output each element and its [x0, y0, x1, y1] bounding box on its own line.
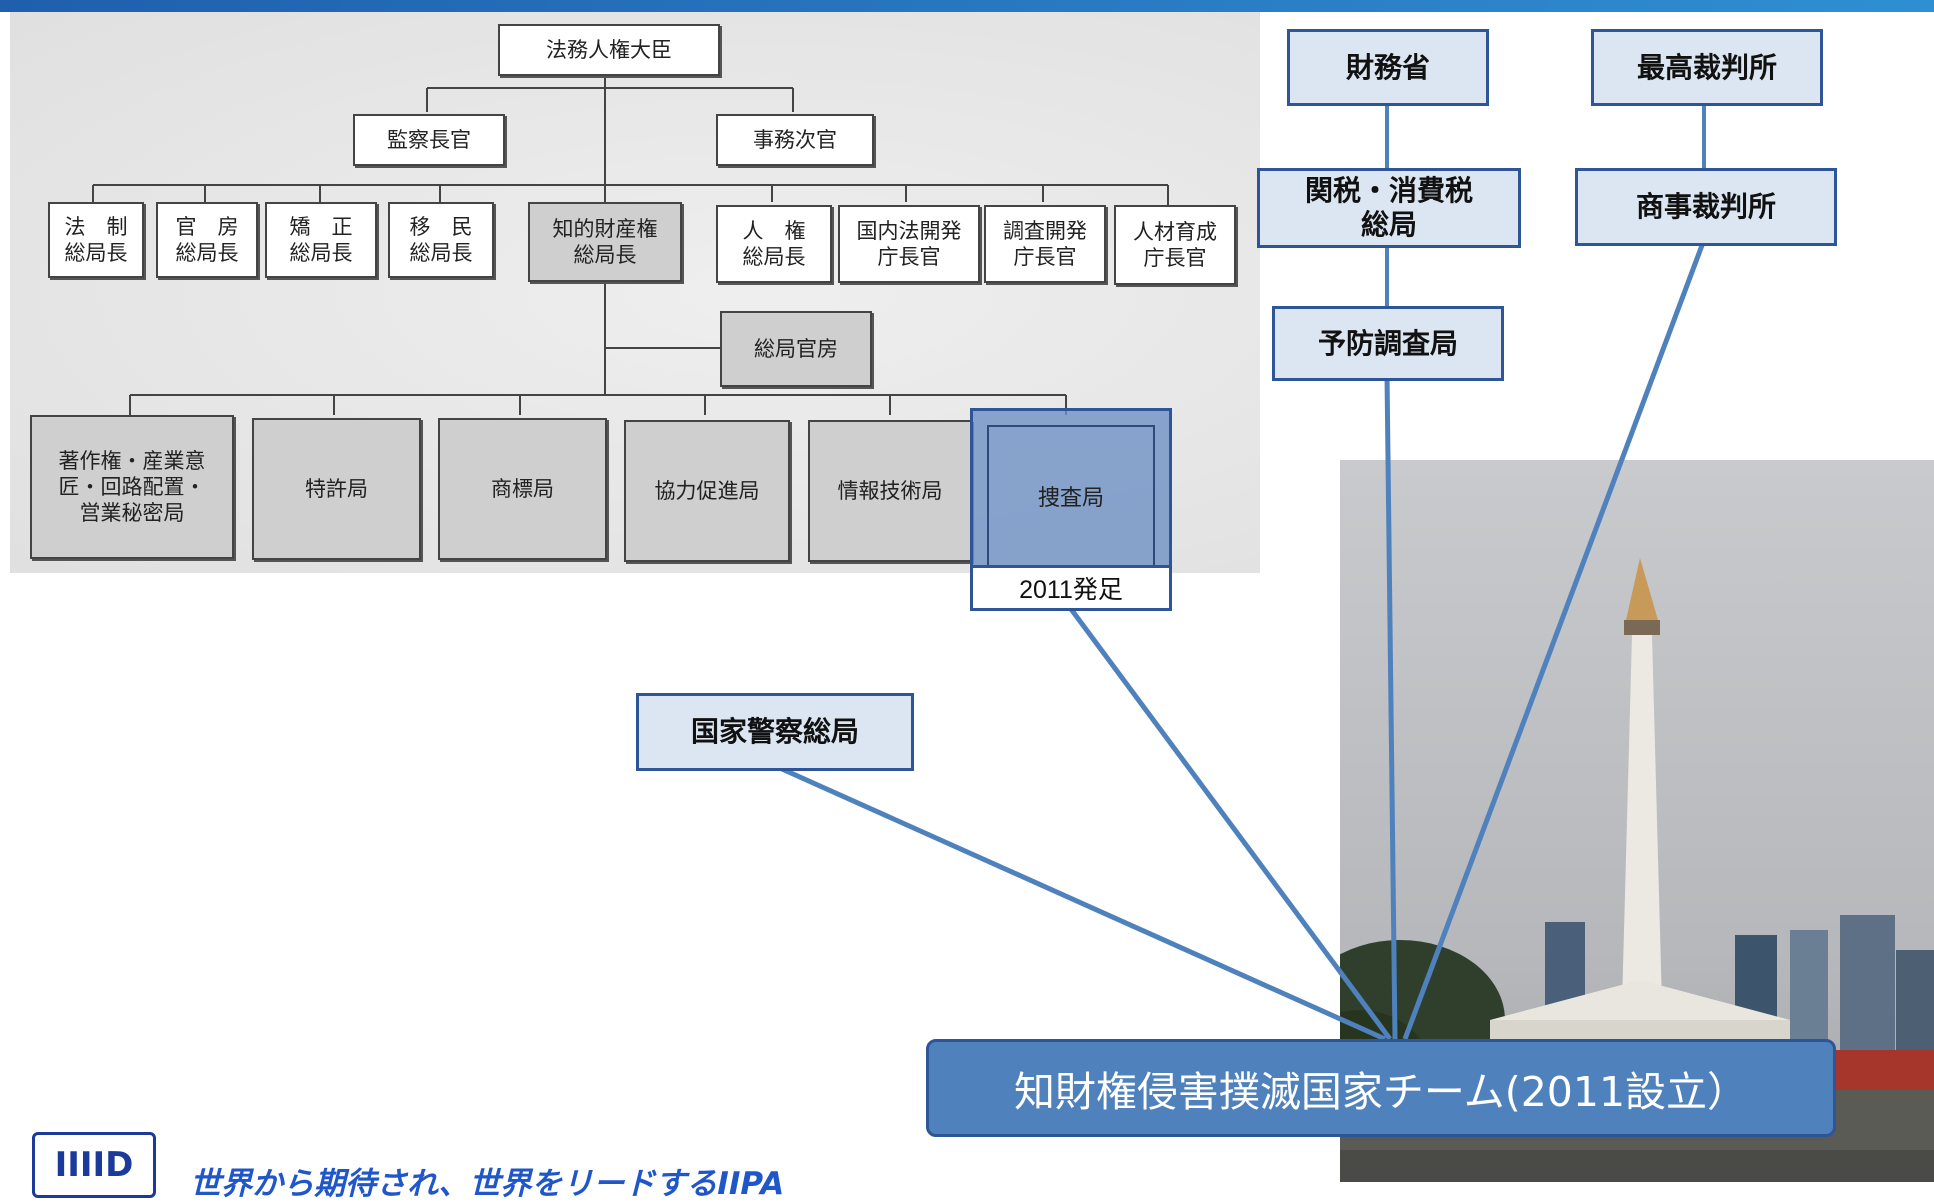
national-team-box: 知財権侵害撲滅国家チーム(2011設立） — [926, 1039, 1836, 1137]
supreme-court-box: 最高裁判所 — [1591, 29, 1823, 106]
vice-minister-box: 事務次官 — [716, 114, 874, 166]
minister-box: 法務人権大臣 — [498, 24, 720, 76]
investigation-founded-note: 2011発足 — [973, 565, 1169, 608]
director-box: 矯 正 総局長 — [265, 202, 377, 278]
bureau-box: 特許局 — [252, 418, 421, 560]
director-box: 調査開発 庁長官 — [984, 205, 1106, 283]
inspector-box: 監察長官 — [353, 114, 505, 166]
director-box: 移 民 総局長 — [388, 202, 494, 278]
bureau-box: 情報技術局 — [808, 420, 972, 562]
director-box: 官 房 総局長 — [156, 202, 258, 278]
police-box: 国家警察総局 — [636, 693, 914, 771]
director-box: 法 制 総局長 — [48, 202, 144, 278]
bureau-box: 商標局 — [438, 418, 607, 560]
investigation-bureau-label: 捜査局 — [987, 425, 1155, 567]
investigation-bureau-highlight: 捜査局 2011発足 — [970, 408, 1172, 611]
director-box: 人材育成 庁長官 — [1114, 205, 1236, 285]
prevention-bureau-box: 予防調査局 — [1272, 306, 1504, 381]
commercial-court-box: 商事裁判所 — [1575, 168, 1837, 246]
director-box: 人 権 総局長 — [716, 205, 832, 283]
secretariat-box: 総局官房 — [720, 311, 872, 387]
finance-ministry-box: 財務省 — [1287, 29, 1489, 106]
bureau-box: 著作権・産業意 匠・回路配置・ 営業秘密局 — [30, 415, 234, 559]
bureau-box: 協力促進局 — [624, 420, 790, 562]
director-box-ip: 知的財産権 総局長 — [528, 202, 682, 282]
top-accent-bar — [0, 0, 1934, 12]
director-box: 国内法開発 庁長官 — [838, 205, 980, 283]
customs-box: 関税・消費税 総局 — [1257, 168, 1521, 248]
